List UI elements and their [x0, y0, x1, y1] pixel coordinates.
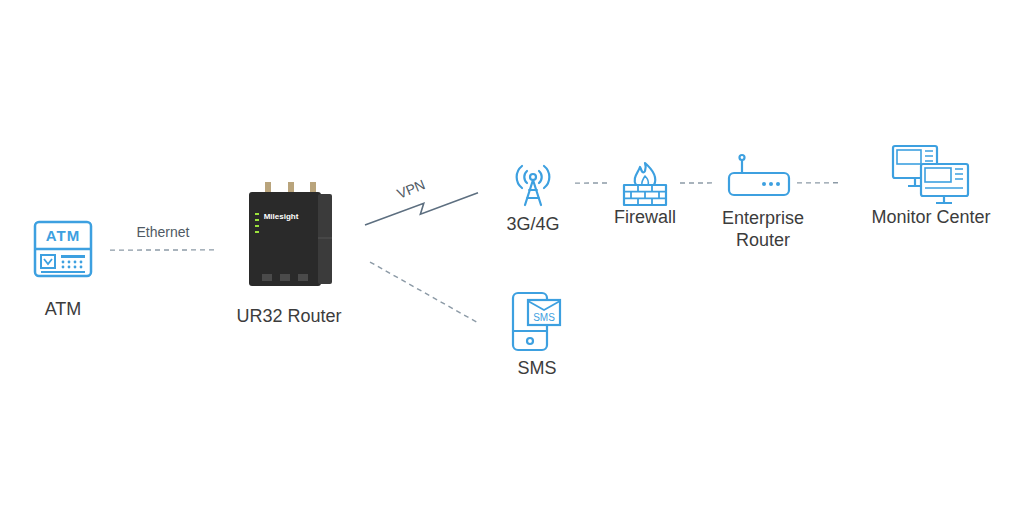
antenna-tip [740, 155, 745, 160]
brick-joints [624, 185, 666, 205]
phone-screen-edge [513, 330, 547, 332]
network-node: Enterprise Router [726, 153, 792, 197]
icon-text: SMS [484, 312, 604, 324]
router-light [762, 182, 766, 186]
cell-tower-icon [517, 166, 550, 205]
router-device [249, 182, 332, 286]
atm-key [68, 261, 71, 264]
signal-wave [524, 171, 527, 183]
atm-cash-slot [41, 271, 85, 273]
atm-key [68, 266, 71, 269]
atm-key [62, 266, 65, 269]
network-node: Monitor Center [890, 142, 972, 202]
router-case [729, 173, 789, 195]
node-label: ATM [0, 298, 163, 320]
monitor-center-icon [893, 146, 968, 203]
node-label: 3G/4G [433, 213, 633, 235]
router-port [262, 274, 272, 281]
network-link [797, 182, 838, 184]
atm-key [80, 266, 83, 269]
atm-card-slot [41, 255, 55, 268]
firewall-icon [624, 163, 666, 205]
node-label: Monitor Center [831, 206, 1024, 228]
icon-text: ATM [3, 227, 123, 245]
router-body [249, 192, 321, 286]
atm-key [80, 261, 83, 264]
router-antenna [741, 160, 743, 173]
vpn-link [365, 193, 478, 225]
network-link [575, 182, 608, 184]
connector-label: VPN [361, 162, 460, 216]
icon-text: Milesight [221, 212, 341, 222]
front-monitor-stand [936, 196, 952, 203]
router-light [776, 182, 780, 186]
atm-key [62, 261, 65, 264]
status-led [255, 225, 259, 227]
network-node: Firewall [622, 160, 668, 206]
network-link [680, 182, 712, 183]
atm-keypad [61, 255, 85, 268]
phone-button [527, 338, 533, 344]
fire-flame-inner [642, 176, 649, 185]
front-monitor [921, 164, 968, 196]
signal-wave [539, 171, 542, 183]
network-link [110, 249, 218, 251]
router-panel-seam [318, 238, 332, 239]
router-light [769, 182, 773, 186]
atm-key-row [61, 255, 85, 258]
enterprise-router-icon [729, 155, 789, 195]
node-label: Enterprise Router [713, 207, 813, 251]
monitor-screen-panel [925, 168, 951, 182]
status-led [255, 231, 259, 233]
monitor-screen-lines [925, 151, 933, 161]
envelope-flap [528, 301, 560, 310]
fire-flame [635, 163, 656, 185]
status-led [255, 219, 259, 221]
router-port [298, 274, 308, 281]
atm-card-mark [44, 259, 52, 264]
atm-divider [35, 248, 91, 251]
node-label: SMS [437, 357, 637, 379]
signal-wave [544, 166, 549, 188]
atm-key [74, 266, 77, 269]
node-label: Firewall [545, 206, 745, 228]
monitor-screen-panel [897, 150, 921, 164]
monitor-screen-lines [925, 169, 963, 188]
router-port [280, 274, 290, 281]
network-node: UR32 Router [245, 182, 333, 288]
status-led [255, 213, 259, 215]
network-node: 3G/4G [512, 162, 554, 206]
router-side-panel [318, 194, 332, 284]
atm-key [74, 261, 77, 264]
brick-wall [624, 185, 666, 205]
node-label: UR32 Router [189, 305, 389, 327]
network-link [370, 262, 478, 323]
connector-label: Ethernet [113, 223, 213, 241]
signal-wave [517, 166, 522, 188]
